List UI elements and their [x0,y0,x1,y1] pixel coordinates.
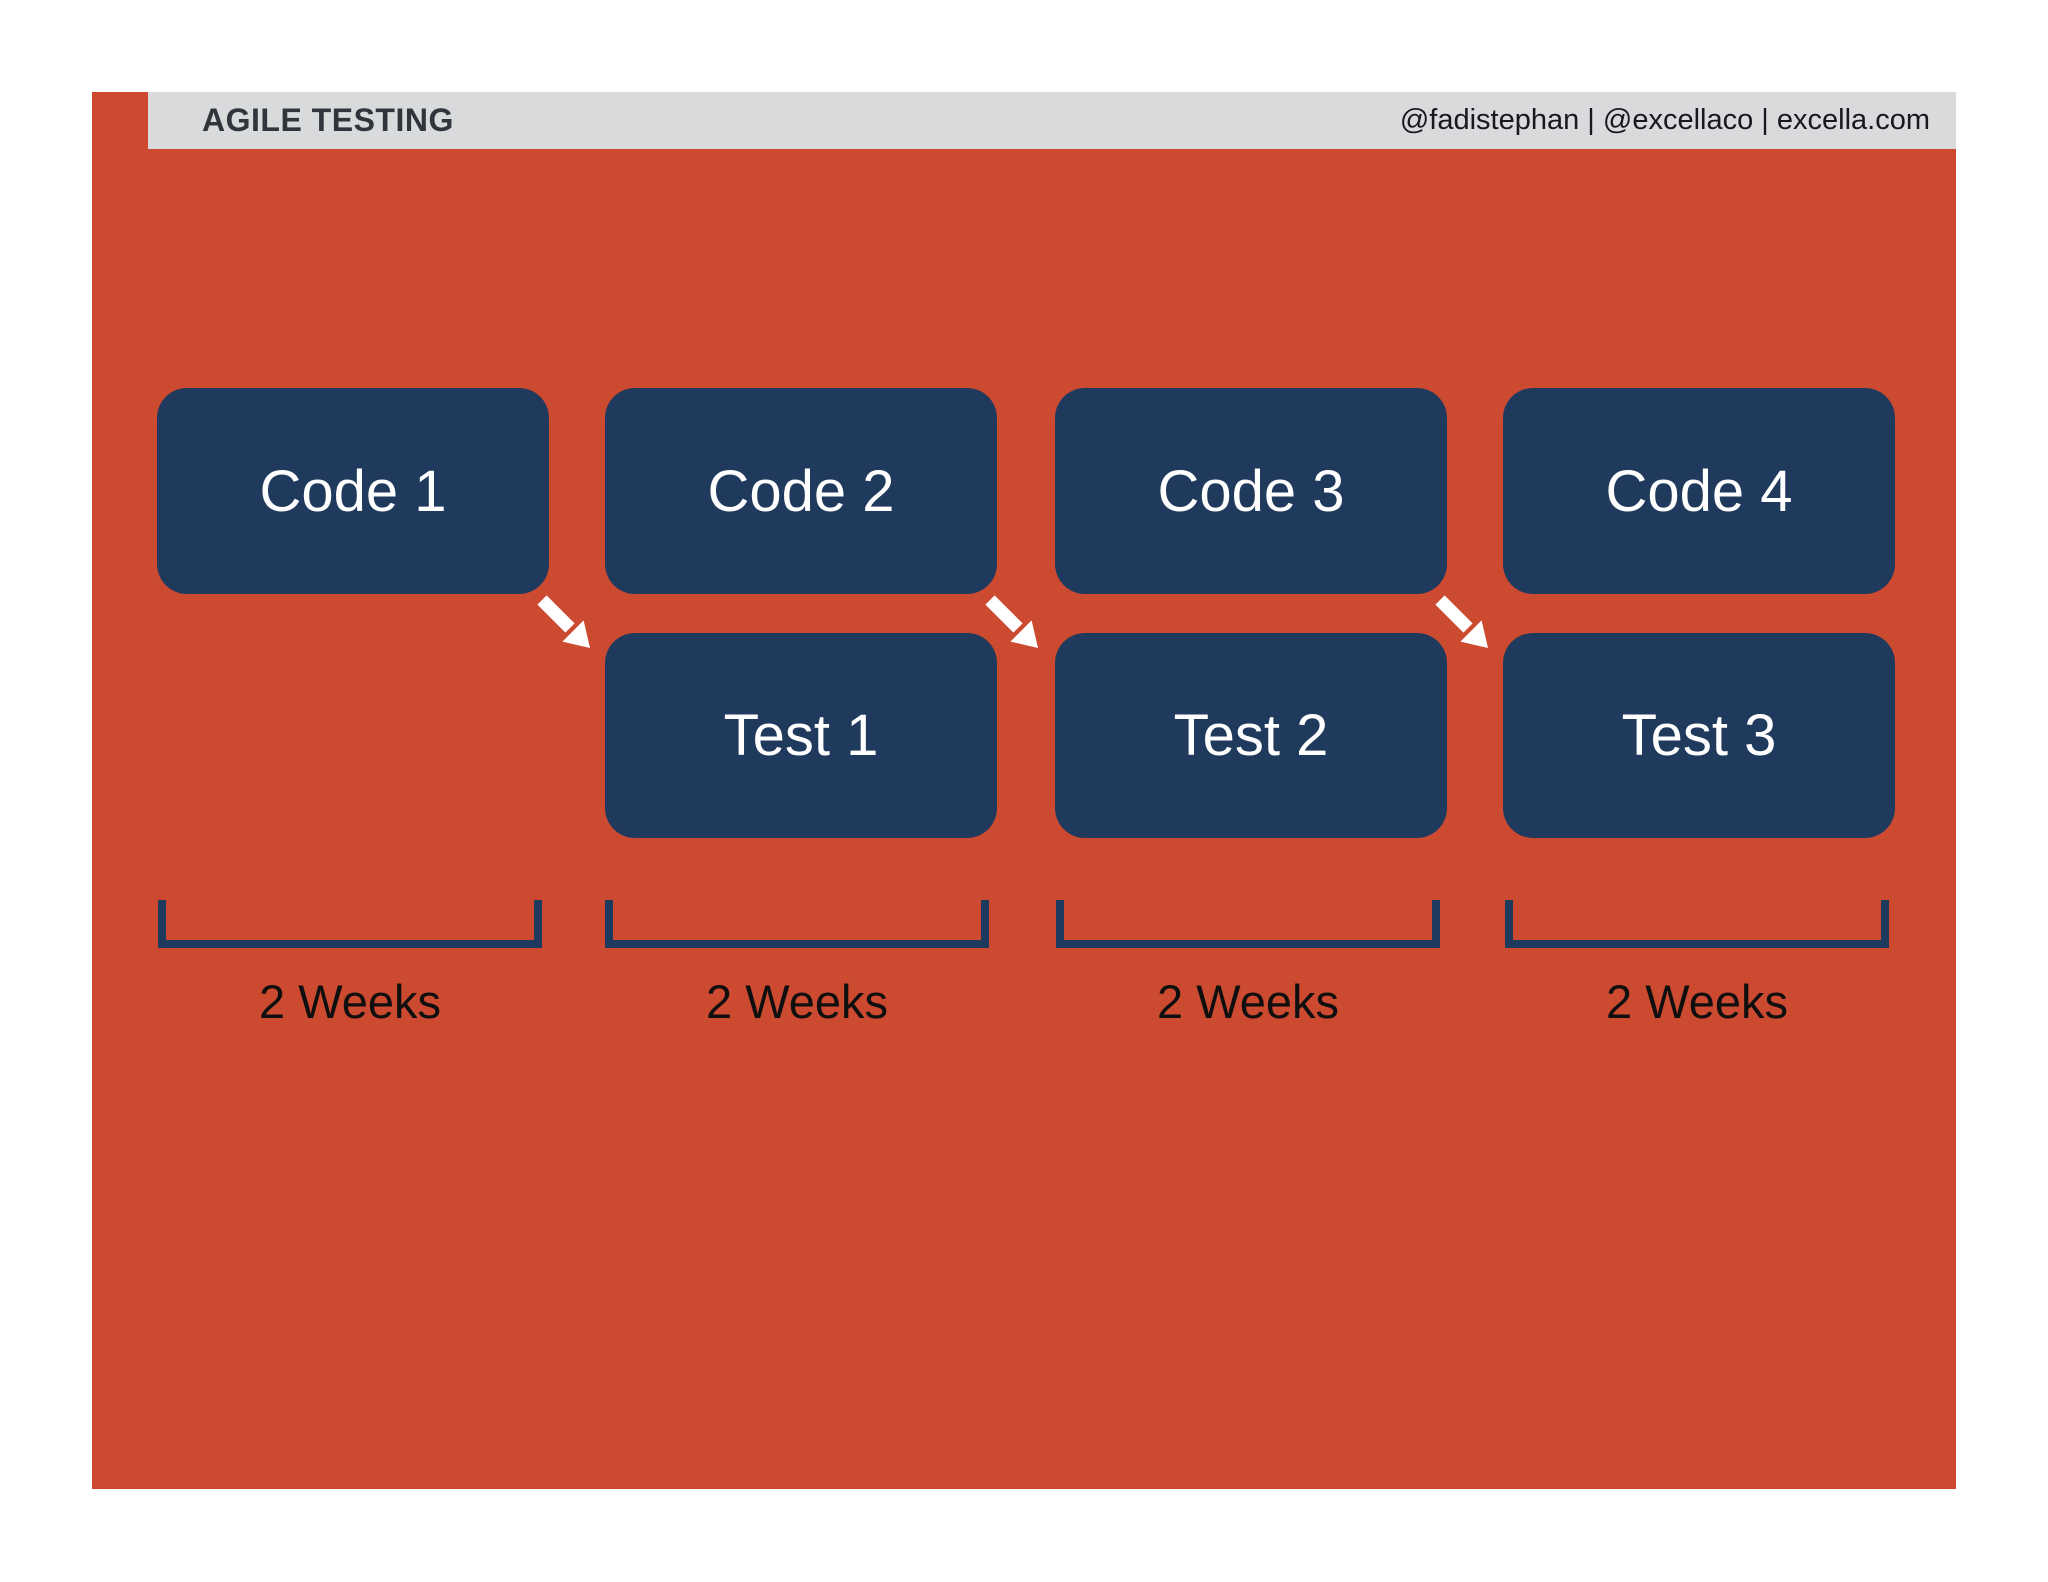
sprint-4-duration-label: 2 Weeks [1606,975,1788,1028]
slide-title: AGILE TESTING [202,102,454,138]
code-4-box: Code 4 [1503,388,1895,594]
test-3-box: Test 3 [1503,633,1895,838]
sprint-3-bracket [1056,900,1440,948]
sprint-1-duration-label: 2 Weeks [259,975,441,1028]
code1-to-test1-arrow-icon [537,595,590,648]
sprint-4-bracket [1505,900,1889,948]
author-handles: @fadistephan | @excellaco | excella.com [1399,104,1930,136]
code-2-label: Code 2 [707,458,895,524]
code-2-box: Code 2 [605,388,997,594]
slide-header-bar: AGILE TESTING @fadistephan | @excellaco … [148,92,1956,149]
code-1-box: Code 1 [157,388,549,594]
test-2-label: Test 2 [1173,703,1329,768]
code-4-label: Code 4 [1605,458,1793,524]
sprint-3-duration-label: 2 Weeks [1157,975,1339,1028]
sprint-2-bracket [605,900,989,948]
code-3-box: Code 3 [1055,388,1447,594]
code-3-label: Code 3 [1157,458,1345,524]
code3-to-test3-arrow-icon [1435,595,1488,648]
code2-to-test2-arrow-icon [985,595,1038,648]
code-1-label: Code 1 [259,458,447,524]
slide-canvas: AGILE TESTING @fadistephan | @excellaco … [92,92,1956,1489]
test-2-box: Test 2 [1055,633,1447,838]
test-3-label: Test 3 [1621,703,1777,768]
test-1-box: Test 1 [605,633,997,838]
test-1-label: Test 1 [723,703,879,768]
sprint-1-bracket [158,900,542,948]
sprint-2-duration-label: 2 Weeks [706,975,888,1028]
